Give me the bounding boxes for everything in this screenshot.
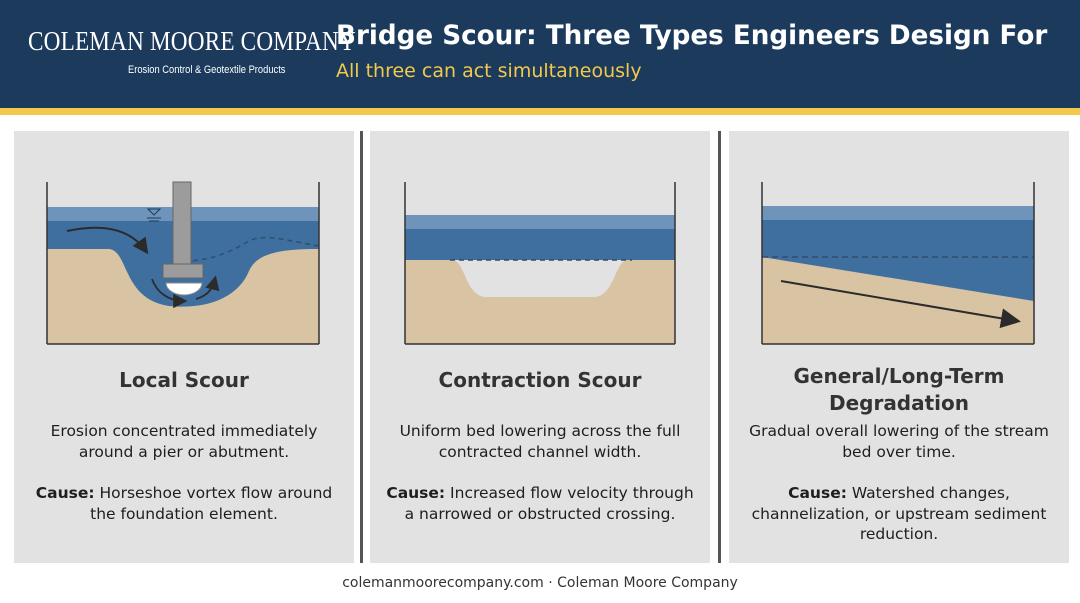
- original-bed-line: [183, 236, 320, 262]
- panel-cause: Cause: Increased flow velocity through a…: [384, 483, 696, 524]
- page-subtitle: All three can act simultaneously: [336, 60, 642, 82]
- degradation-diagram: [761, 182, 1035, 345]
- vortex-arrow-icon: [195, 275, 220, 300]
- sediment-bed: [47, 249, 319, 344]
- page-title: Bridge Scour: Three Types Engineers Desi…: [336, 20, 1048, 51]
- panel-cause: Cause: Watershed changes, channelization…: [743, 483, 1055, 545]
- panel-cause: Cause: Horseshoe vortex flow around the …: [28, 483, 340, 524]
- panel-title: Contraction Scour: [438, 368, 642, 392]
- flow-arrow-icon: [66, 226, 149, 255]
- brand-tagline: Erosion Control & Geotextile Products: [128, 64, 286, 76]
- cause-label: Cause:: [35, 484, 95, 502]
- footer-credit: colemanmoorecompany.com · Coleman Moore …: [342, 575, 738, 591]
- water-surface: [762, 206, 1034, 220]
- panel-local-scour: Local Scour Erosion concentrated immedia…: [14, 131, 354, 563]
- cause-text: Increased flow velocity through a narrow…: [404, 484, 694, 523]
- panel-description: Erosion concentrated immediately around …: [50, 422, 318, 461]
- contraction-scour-diagram: [404, 182, 676, 345]
- vortex-arrow-icon: [151, 278, 188, 309]
- cause-text: Horseshoe vortex flow around the foundat…: [90, 484, 333, 523]
- degradation-arrow-icon: [780, 280, 1021, 329]
- panel-divider: [718, 131, 721, 563]
- cause-text: Watershed changes, channelization, or up…: [751, 484, 1047, 543]
- cause-label: Cause:: [386, 484, 446, 502]
- water-surface: [405, 215, 675, 229]
- panel-description: Uniform bed lowering across the full con…: [399, 422, 681, 461]
- brand-logo: COLEMAN MOORE COMPANY: [28, 26, 356, 56]
- local-scour-diagram: [46, 181, 320, 345]
- water-level-icon: [146, 208, 162, 222]
- header-banner: COLEMAN MOORE COMPANY Erosion Control & …: [0, 0, 1080, 108]
- panel-long-term-degradation: General/Long-Term Degradation Gradual ov…: [729, 131, 1069, 563]
- panel-description: Gradual overall lowering of the stream b…: [749, 422, 1049, 461]
- accent-divider: [0, 108, 1080, 115]
- panel-contraction-scour: Contraction Scour Uniform bed lowering a…: [370, 131, 710, 563]
- panel-title: General/Long-Term Degradation: [793, 364, 1005, 415]
- panel-title: Local Scour: [119, 368, 249, 392]
- pier-footing: [162, 263, 204, 279]
- panel-divider: [360, 131, 363, 563]
- sediment-bed: [405, 260, 675, 344]
- cause-label: Cause:: [788, 484, 847, 502]
- pier-column: [172, 181, 192, 265]
